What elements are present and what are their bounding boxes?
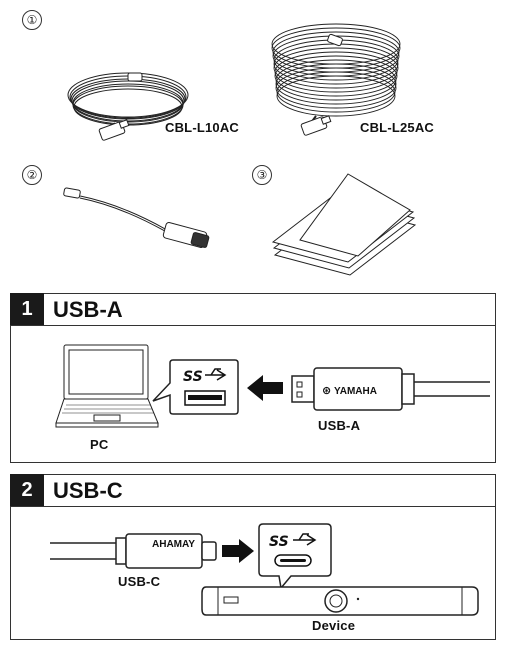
left-arrow-icon (247, 375, 283, 401)
step-1-panel: 1 USB-A (10, 293, 496, 463)
usb-a-port-callout: SS (152, 359, 239, 415)
step-2-number: 2 (10, 474, 44, 506)
usb-cable-short-illustration (67, 72, 189, 141)
step-2-panel: 2 USB-C (10, 474, 496, 640)
pc-label: PC (90, 437, 109, 452)
laptop-pc-illustration (55, 344, 159, 428)
device-label: Device (312, 618, 356, 633)
cable-label-cbl-l10ac: CBL-L10AC (165, 120, 240, 135)
svg-text:SS: SS (183, 369, 203, 385)
usb-c-plug-illustration: YAMAHA (50, 533, 217, 569)
item-2-number: ② (22, 165, 42, 185)
item-3-number: ③ (252, 165, 272, 185)
cable-label-cbl-l25ac: CBL-L25AC (360, 120, 435, 135)
usb-cable-long-illustration (271, 23, 401, 136)
device-illustration (201, 586, 479, 616)
documents-illustration (271, 173, 417, 276)
step-2-title: USB-C (53, 478, 123, 503)
usb-a-plug-label: USB-A (318, 418, 361, 433)
usb-a-plug-brand: YAMAHA (334, 386, 377, 397)
right-arrow-icon (222, 539, 254, 563)
svg-text:SS: SS (269, 534, 289, 550)
usb-c-plug-brand: YAMAHA (152, 539, 195, 550)
usb-a-plug-illustration: ⊛ YAMAHA (291, 367, 490, 411)
svg-text:⊛: ⊛ (322, 384, 331, 397)
usb-c-port-callout: SS (258, 523, 332, 590)
step-1-title: USB-A (53, 297, 123, 322)
step-1-number: 1 (10, 293, 44, 325)
usb-c-plug-label: USB-C (118, 574, 161, 589)
item-1-number: ① (22, 10, 42, 30)
short-adapter-cable-illustration (63, 187, 210, 248)
